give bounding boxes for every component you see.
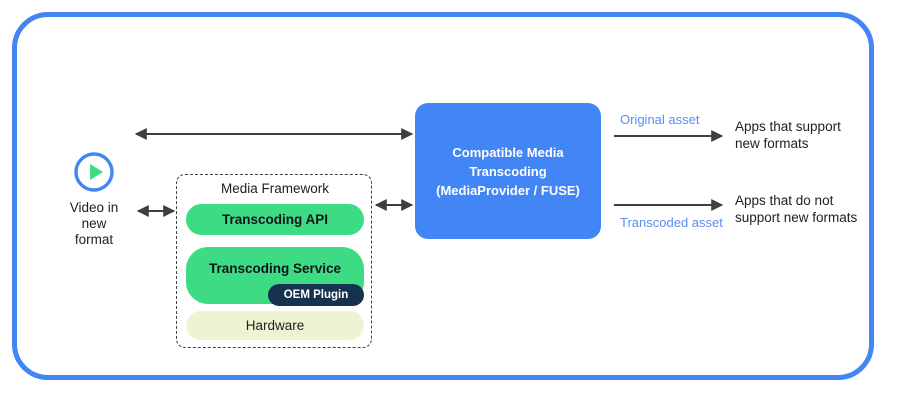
block-hardware: Hardware <box>186 311 364 340</box>
compatible-media-transcoding-label: Compatible Media Transcoding (MediaProvi… <box>436 144 580 198</box>
oem-plugin-badge: OEM Plugin <box>268 284 364 306</box>
video-source-node: Video in new format <box>52 150 136 248</box>
label-apps-that-support: Apps that support new formats <box>735 119 841 151</box>
media-framework-group: Media Framework Transcoding API Transcod… <box>176 174 372 348</box>
block-transcoding-service-label: Transcoding Service <box>208 261 342 276</box>
block-hardware-label: Hardware <box>245 318 305 333</box>
media-framework-title: Media Framework <box>220 181 330 196</box>
block-transcoding-api-label: Transcoding API <box>221 212 329 227</box>
label-transcoded-asset: Transcoded asset <box>620 215 723 230</box>
label-original-asset: Original asset <box>620 112 700 127</box>
compatible-media-transcoding-box: Compatible Media Transcoding (MediaProvi… <box>415 103 601 239</box>
label-apps-that-do-not-support: Apps that do not support new formats <box>735 193 858 225</box>
block-transcoding-service: Transcoding Service OEM Plugin <box>186 247 364 306</box>
play-circle-icon <box>72 150 116 194</box>
block-transcoding-api: Transcoding API <box>186 204 364 235</box>
outer-frame-border <box>12 12 874 380</box>
video-source-caption: Video in new format <box>69 200 119 247</box>
